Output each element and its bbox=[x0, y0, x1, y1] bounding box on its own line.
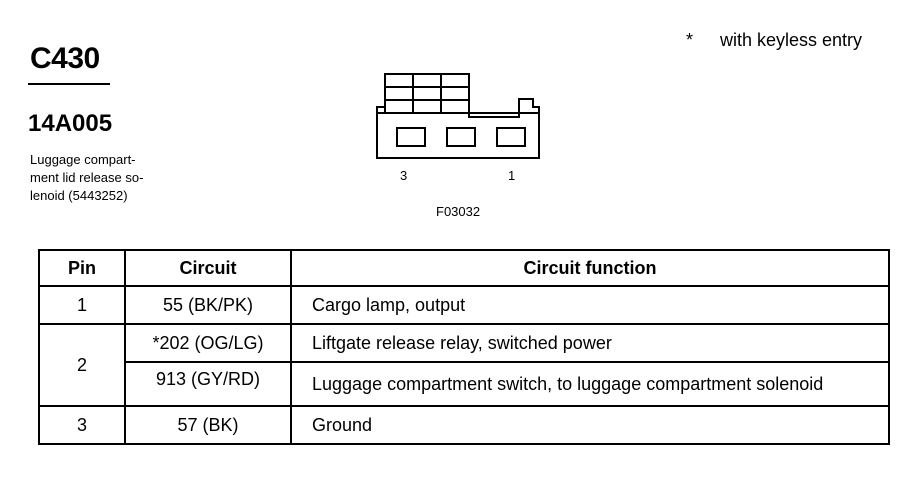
table-row: 913 (GY/RD) Luggage compartment switch, … bbox=[39, 361, 890, 407]
table-row: 3 57 (BK) Ground bbox=[38, 405, 890, 445]
connector-face-diagram bbox=[376, 73, 540, 159]
pin-cavity-2 bbox=[446, 127, 476, 147]
function-cell: Cargo lamp, output bbox=[290, 285, 890, 325]
circuit-cell: 57 (BK) bbox=[124, 405, 292, 445]
figure-id: F03032 bbox=[436, 204, 481, 219]
footnote-text: with keyless entry bbox=[720, 30, 863, 50]
header-circuit: Circuit bbox=[124, 249, 292, 287]
pin-cell: 1 bbox=[38, 285, 126, 325]
pin-cell: 2 bbox=[38, 323, 126, 407]
pinout-table: Pin Circuit Circuit function 1 55 (BK/PK… bbox=[38, 249, 890, 445]
header-function: Circuit function bbox=[290, 249, 890, 287]
pin-cavity-1 bbox=[496, 127, 526, 147]
pin-cavity-3 bbox=[396, 127, 426, 147]
pin-cell: 3 bbox=[38, 405, 126, 445]
footnote: * with keyless entry bbox=[686, 30, 862, 51]
function-cell: Liftgate release relay, switched power bbox=[290, 323, 890, 363]
connector-description: Luggage compart- ment lid release so- le… bbox=[30, 152, 144, 203]
circuit-cell: *202 (OG/LG) bbox=[124, 323, 292, 363]
connector-id: C430 bbox=[30, 42, 100, 75]
connector-id-underline bbox=[28, 83, 110, 85]
pin-label-3: 3 bbox=[400, 168, 408, 183]
function-cell: Ground bbox=[290, 405, 890, 445]
circuit-cell: 913 (GY/RD) bbox=[124, 361, 292, 407]
footnote-symbol: * bbox=[686, 30, 694, 50]
header-pin: Pin bbox=[38, 249, 126, 287]
table-row: 2 *202 (OG/LG) Liftgate release relay, s… bbox=[38, 323, 890, 407]
table-header-row: Pin Circuit Circuit function bbox=[38, 249, 890, 287]
part-number: 14A005 bbox=[28, 110, 113, 137]
circuit-cell: 55 (BK/PK) bbox=[124, 285, 292, 325]
table-row: 1 55 (BK/PK) Cargo lamp, output bbox=[38, 285, 890, 325]
connector-housing bbox=[376, 98, 540, 159]
pin-label-1: 1 bbox=[508, 168, 516, 183]
function-cell: Luggage compartment switch, to luggage c… bbox=[290, 361, 890, 407]
connector-latch-block bbox=[384, 73, 470, 114]
